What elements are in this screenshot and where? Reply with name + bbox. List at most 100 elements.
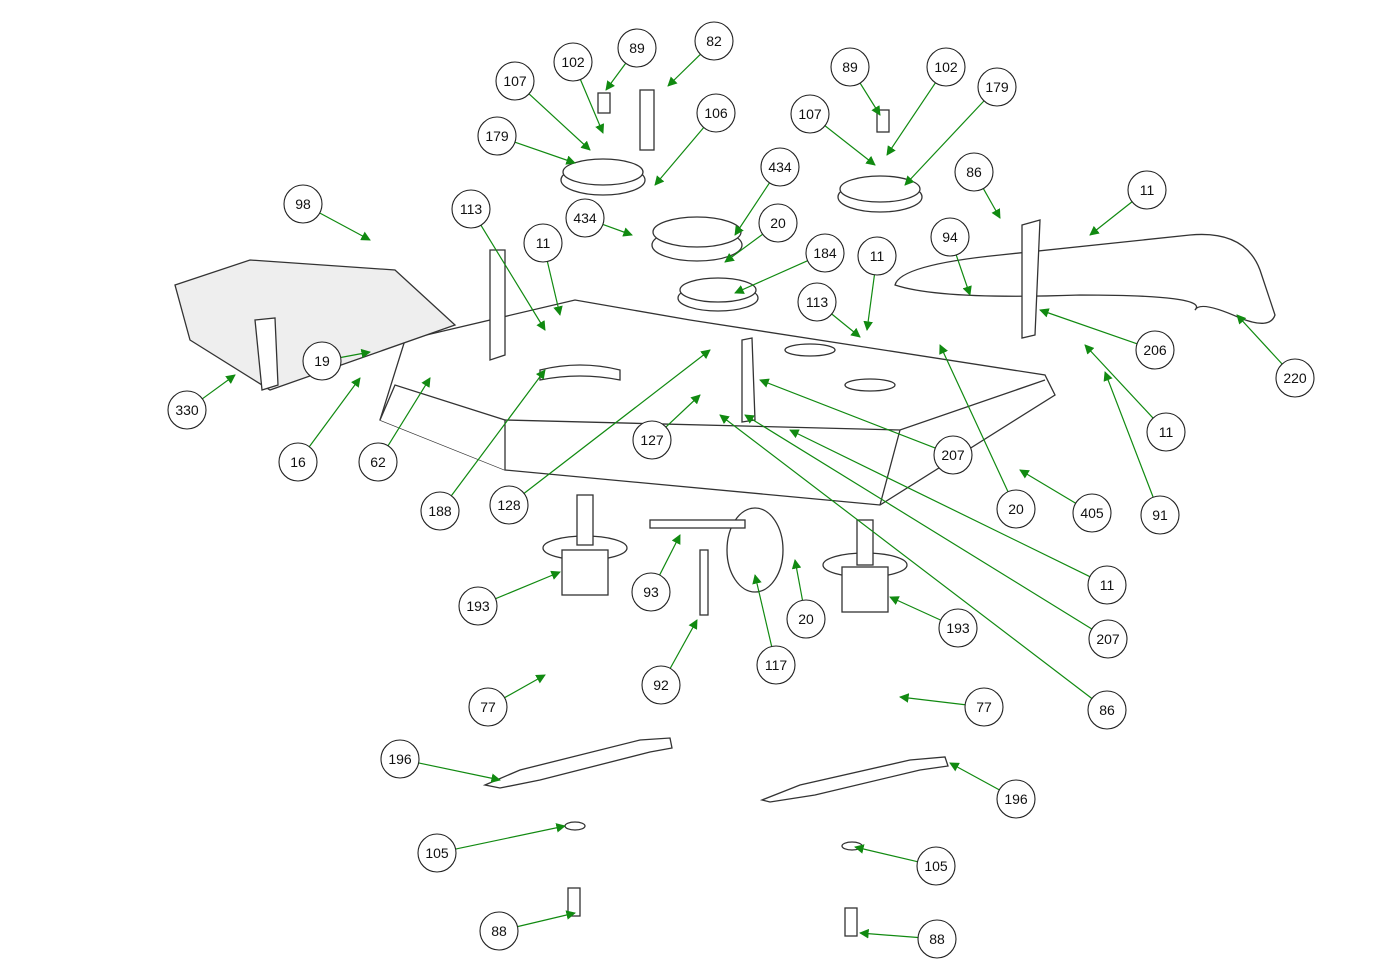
leader-line: [659, 534, 681, 576]
callout-bubble: [830, 47, 870, 87]
leader-line: [480, 224, 546, 331]
callout-number: 127: [640, 432, 664, 448]
callout-number: 405: [1080, 505, 1104, 521]
callout-bubble: [631, 572, 671, 612]
leader-line: [495, 570, 561, 600]
callout-number: 107: [503, 73, 527, 89]
callout-number: 113: [806, 294, 829, 310]
callout-bubble: [1127, 170, 1167, 210]
leader-line: [859, 928, 919, 939]
callout-number: 105: [425, 845, 449, 861]
callout-bubble: [996, 779, 1036, 819]
leader-line: [719, 414, 1093, 699]
callout-107: 107: [495, 61, 591, 151]
callout-bubble: [495, 61, 535, 101]
callout-number: 330: [175, 402, 199, 418]
callout-bubble: [1275, 358, 1315, 398]
callout-number: 102: [561, 54, 585, 70]
callout-number: 179: [485, 128, 509, 144]
leader-line: [605, 62, 627, 91]
callout-number: 117: [765, 657, 788, 673]
callout-bubble: [790, 94, 830, 134]
callout-number: 88: [491, 923, 507, 939]
callout-bubble: [758, 203, 798, 243]
leader-line: [889, 596, 941, 621]
callout-bubble: [380, 739, 420, 779]
leader-line: [450, 369, 546, 497]
callout-bubble: [1135, 330, 1175, 370]
callout-bubble: [617, 28, 657, 68]
callout-bubble: [641, 665, 681, 705]
callout-number: 207: [1096, 631, 1120, 647]
callout-number: 86: [1099, 702, 1115, 718]
callout-93: 93: [631, 534, 681, 612]
callout-number: 86: [966, 164, 982, 180]
callout-bubble: [489, 485, 529, 525]
leader-line: [724, 233, 764, 263]
leader-line: [734, 182, 771, 236]
callout-number: 77: [976, 699, 992, 715]
callout-82: 82: [667, 21, 734, 87]
callout-bubble: [417, 833, 457, 873]
callout-bubble: [477, 116, 517, 156]
callout-11: 11: [789, 429, 1127, 605]
leader-line: [1039, 308, 1138, 345]
callout-330: 330: [167, 374, 236, 430]
callout-106: 106: [654, 93, 736, 186]
callout-105: 105: [417, 823, 566, 873]
callout-11: 11: [523, 223, 563, 316]
callout-bubble: [930, 217, 970, 257]
callout-bubble: [468, 687, 508, 727]
leader-line: [863, 274, 876, 331]
leader-line: [418, 762, 501, 783]
leader-line: [1019, 469, 1076, 504]
callout-20: 20: [939, 344, 1036, 529]
idler-arms: [489, 219, 1041, 423]
callout-bubble: [553, 42, 593, 82]
callout-bubble: [797, 282, 837, 322]
leader-line: [654, 127, 705, 186]
callout-188: 188: [420, 369, 546, 531]
callout-92: 92: [641, 619, 698, 705]
callout-77: 77: [899, 687, 1004, 727]
callout-bubble: [917, 919, 957, 959]
callout-bubble: [756, 645, 796, 685]
leader-line: [949, 762, 1000, 791]
callout-220: 220: [1236, 314, 1315, 398]
callout-number: 206: [1143, 342, 1167, 358]
spindles: [542, 494, 908, 616]
leader-line: [528, 93, 591, 151]
callout-number: 11: [536, 235, 551, 251]
callout-193: 193: [458, 570, 561, 626]
callout-number: 91: [1152, 507, 1168, 523]
leader-line: [546, 261, 563, 316]
callout-184: 184: [734, 233, 845, 294]
leader-line: [514, 141, 576, 165]
callout-number: 20: [770, 215, 786, 231]
blades: [482, 737, 949, 937]
leader-line: [759, 378, 936, 449]
callout-number: 92: [653, 677, 669, 693]
callout-bubble: [451, 189, 491, 229]
callout-number: 102: [934, 59, 958, 75]
callout-207: 207: [759, 378, 973, 475]
leader-line: [1084, 344, 1154, 419]
leader-line: [904, 100, 985, 186]
callout-179: 179: [477, 116, 576, 165]
leader-line: [939, 344, 1009, 493]
callout-89: 89: [605, 28, 657, 91]
deck-housing: [379, 299, 1056, 506]
leader-line: [387, 377, 431, 447]
leader-line: [752, 574, 773, 647]
callout-number: 196: [388, 751, 412, 767]
leader-line: [899, 693, 966, 706]
callout-62: 62: [358, 377, 431, 482]
leader-line: [455, 823, 566, 850]
callout-179: 179: [904, 67, 1017, 186]
callout-196: 196: [380, 739, 501, 783]
callout-bubble: [786, 599, 826, 639]
callout-86: 86: [954, 152, 1001, 219]
callout-number: 98: [295, 196, 311, 212]
pulleys: [560, 89, 923, 312]
callout-86: 86: [719, 414, 1127, 730]
